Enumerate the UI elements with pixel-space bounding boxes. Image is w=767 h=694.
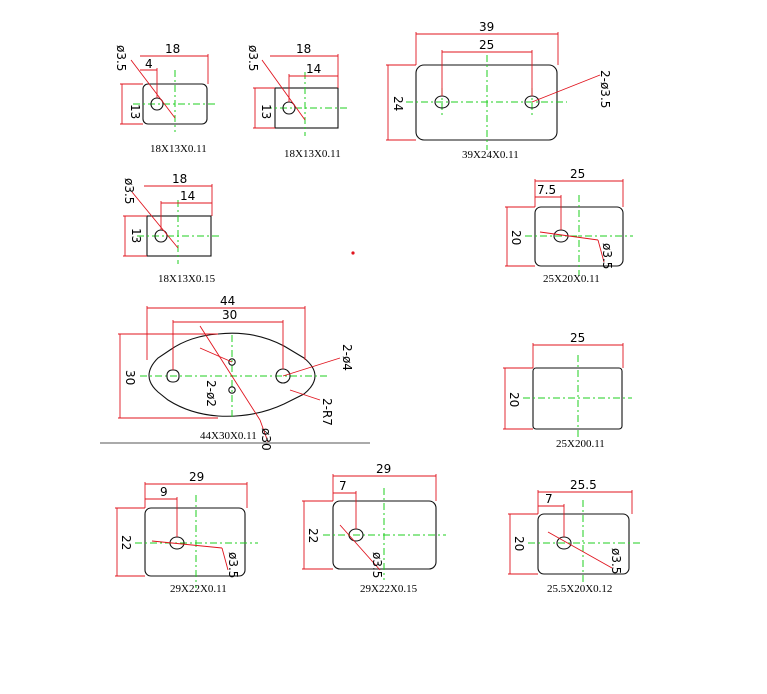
part-3-hole: 2-ø3.5 [598, 70, 612, 108]
part-2-caption: 18X13X0.11 [284, 148, 341, 160]
part-8-hole: ø3.5 [226, 552, 240, 578]
part-10-height: 20 [512, 536, 526, 551]
part-8-caption: 29X22X0.11 [170, 583, 227, 595]
part-1-hole: ø3.5 [114, 45, 128, 71]
part-8-height: 22 [119, 535, 133, 550]
part-3-width: 39 [479, 20, 494, 34]
part-6-holes: 2-ø4 [340, 344, 354, 371]
stray-dot [351, 251, 355, 255]
part-2-width: 18 [296, 42, 311, 56]
part-1-width: 18 [165, 42, 180, 56]
part-7: 25 20 25X200.11 [503, 331, 632, 450]
part-4-hole: ø3.5 [122, 178, 136, 204]
part-5-width: 25 [570, 167, 585, 181]
part-2-hole: ø3.5 [246, 45, 260, 71]
part-8-offset: 9 [160, 485, 168, 499]
part-9-hole: ø3.5 [370, 552, 384, 578]
part-3: 39 25 24 2-ø3.5 39X24X0.11 [386, 20, 612, 161]
part-8: 29 9 22 ø3.5 29X22X0.11 [115, 470, 258, 595]
part-3-height: 24 [391, 96, 405, 111]
part-9: 29 7 22 ø3.5 29X22X0.15 [302, 462, 446, 595]
part-9-caption: 29X22X0.15 [360, 583, 418, 595]
part-9-height: 22 [306, 528, 320, 543]
part-10-width: 25.5 [570, 478, 597, 492]
part-5-caption: 25X20X0.11 [543, 273, 600, 285]
part-4: 18 14 13 ø3.5 18X13X0.15 [122, 172, 221, 285]
part-4-caption: 18X13X0.15 [158, 273, 216, 285]
part-10-offset: 7 [545, 492, 553, 506]
part-6-offset: 30 [222, 308, 237, 322]
part-9-width: 29 [376, 462, 391, 476]
part-3-offset: 25 [479, 38, 494, 52]
part-2: 18 14 13 ø3.5 18X13X0.11 [246, 42, 348, 160]
part-5-height: 20 [509, 230, 523, 245]
part-6-center-hole: ø30 [259, 428, 273, 451]
part-2-offset: 14 [306, 62, 321, 76]
part-4-height: 13 [129, 228, 143, 243]
part-6-radius: 2-R7 [320, 398, 334, 426]
part-2-height: 13 [259, 104, 273, 119]
part-7-height: 20 [507, 392, 521, 407]
part-1-caption: 18X13X0.11 [150, 143, 207, 155]
part-7-caption: 25X200.11 [556, 438, 605, 450]
part-4-offset: 14 [180, 189, 195, 203]
part-6-slot: 2-ø2 [204, 380, 218, 407]
part-1: 18 4 13 ø3.5 18X13X0.11 [114, 42, 217, 155]
part-5: 25 7.5 20 ø3.5 25X20X0.11 [505, 167, 633, 285]
part-4-width: 18 [172, 172, 187, 186]
part-6: 44 30 30 2-ø4 2-ø2 2-R7 ø30 44X30X0.11 [100, 294, 370, 451]
part-6-height: 30 [123, 370, 137, 385]
part-7-width: 25 [570, 331, 585, 345]
part-1-height: 13 [128, 104, 142, 119]
part-1-offset: 4 [145, 57, 153, 71]
part-10-hole: ø3.5 [609, 548, 623, 574]
part-10-caption: 25.5X20X0.12 [547, 583, 612, 595]
part-9-offset: 7 [339, 479, 347, 493]
part-6-width: 44 [220, 294, 235, 308]
part-8-width: 29 [189, 470, 204, 484]
part-10: 25.5 7 20 ø3.5 25.5X20X0.12 [508, 478, 640, 595]
part-6-caption: 44X30X0.11 [200, 430, 257, 442]
part-5-offset: 7.5 [537, 183, 556, 197]
part-5-hole: ø3.5 [600, 243, 614, 269]
part-3-caption: 39X24X0.11 [462, 149, 519, 161]
